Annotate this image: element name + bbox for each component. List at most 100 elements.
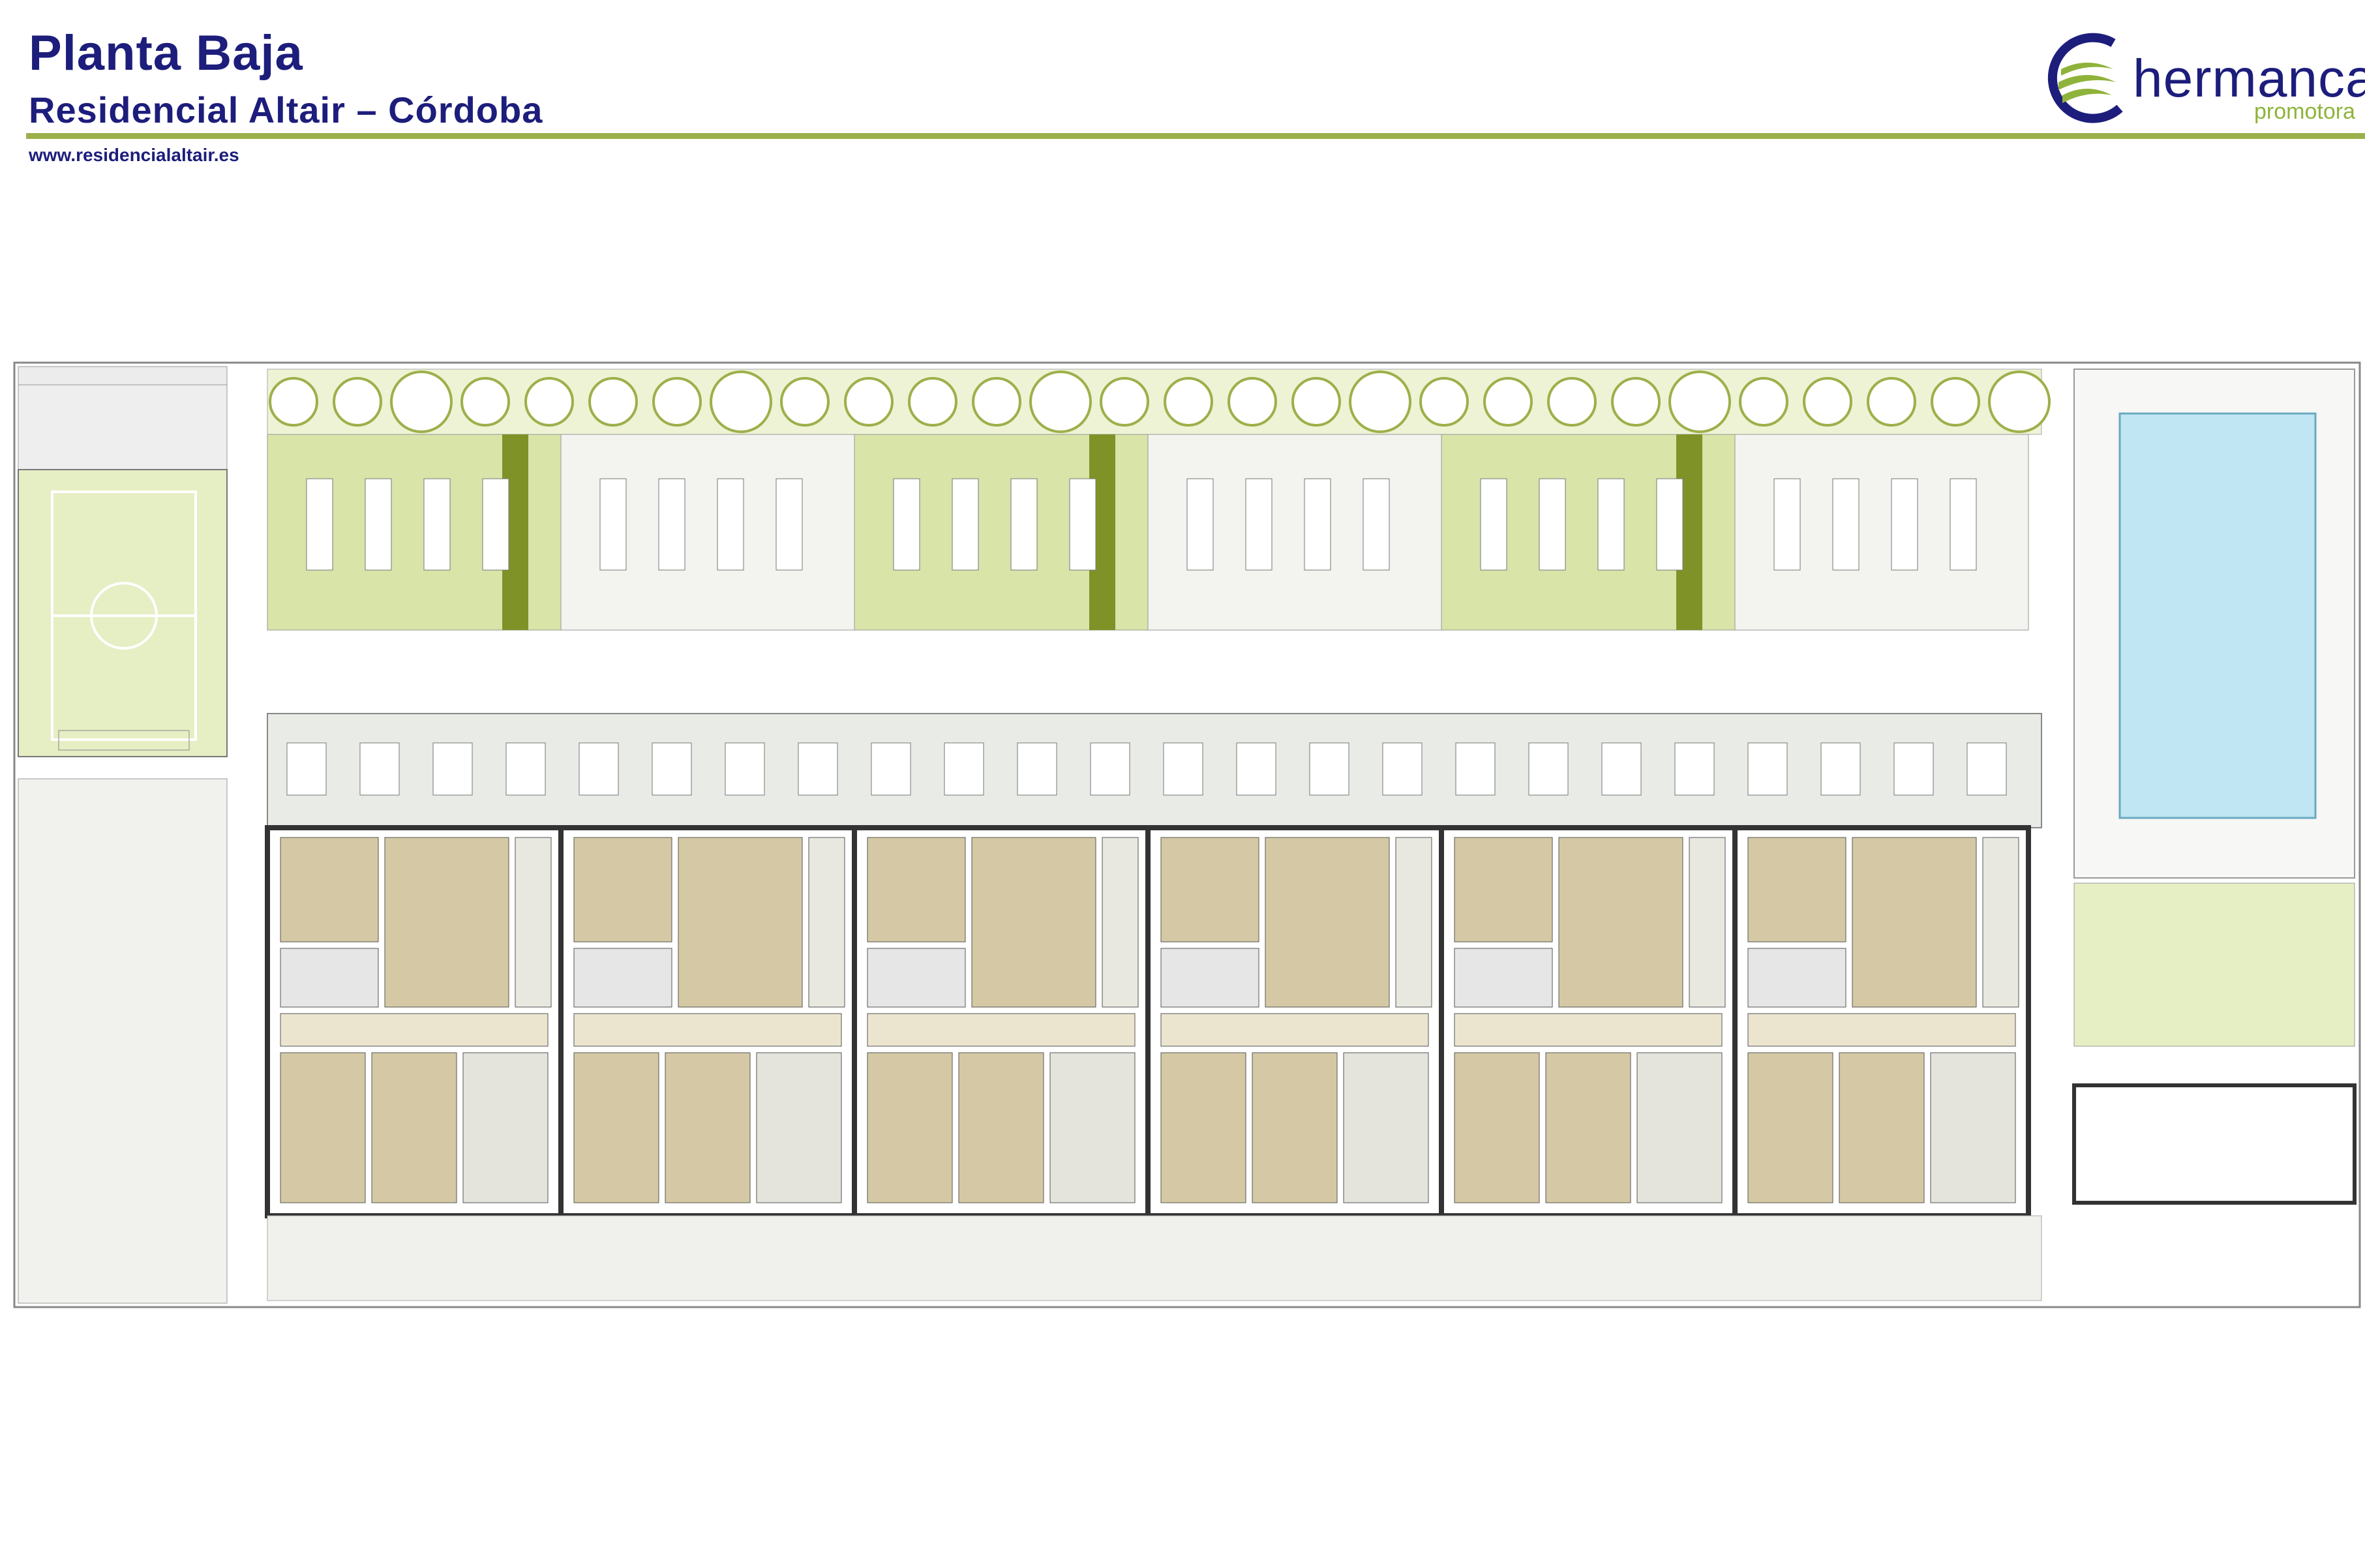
- furniture-outline: [423, 478, 451, 571]
- furniture-outline: [1832, 478, 1860, 571]
- tree-icon: [710, 370, 772, 433]
- room-bedroom: [573, 1052, 659, 1203]
- terrace-furniture-outline: [798, 742, 838, 796]
- furniture-outline: [1304, 478, 1331, 571]
- room-bedroom: [867, 1052, 953, 1203]
- brand-logo: hermanca promotora: [2035, 26, 2365, 130]
- logo-wordmark: hermanca: [2133, 49, 2365, 108]
- room-bedroom-principal: [1160, 837, 1259, 942]
- tree-icon: [1100, 377, 1149, 427]
- tree-icon: [588, 377, 638, 427]
- furniture-outline: [1773, 478, 1801, 571]
- terrace-furniture-outline: [1893, 742, 1934, 796]
- room-bedroom-principal: [1747, 837, 1846, 942]
- tree-icon: [1739, 377, 1788, 427]
- room-bedroom-principal: [280, 837, 379, 942]
- room-stairs: [1343, 1052, 1429, 1203]
- tree-icon: [1164, 377, 1213, 427]
- room-stairs: [462, 1052, 549, 1203]
- room-kitchen: [1689, 837, 1726, 1008]
- logo-tagline: promotora: [2254, 99, 2355, 124]
- terrace-furniture-outline: [286, 742, 327, 796]
- room-bathroom: [1747, 948, 1846, 1008]
- room-living-dining: [971, 837, 1096, 1008]
- tree-icon: [1668, 370, 1731, 433]
- tree-icon: [460, 377, 510, 427]
- left-sports-area: [18, 366, 228, 1304]
- room-bedroom: [1839, 1052, 1925, 1203]
- tree-icon: [333, 377, 382, 427]
- page-title: Planta Baja: [29, 25, 303, 81]
- furniture-outline: [1069, 478, 1096, 571]
- room-hallway: [1160, 1013, 1429, 1047]
- room-kitchen: [515, 837, 552, 1008]
- furniture-outline: [717, 478, 744, 571]
- terrace-furniture-outline: [1017, 742, 1057, 796]
- room-bedroom: [371, 1052, 457, 1203]
- furniture-outline: [893, 478, 920, 571]
- room-bathroom: [867, 948, 966, 1008]
- room-bedroom: [958, 1052, 1044, 1203]
- room-kitchen: [808, 837, 845, 1008]
- room-hallway: [280, 1013, 549, 1047]
- terrace-furniture-outline: [1382, 742, 1423, 796]
- room-bedroom: [1545, 1052, 1631, 1203]
- terrace-furniture-outline: [432, 742, 473, 796]
- tree-icon: [1803, 377, 1852, 427]
- tree-icon: [908, 377, 957, 427]
- room-bedroom: [1747, 1052, 1833, 1203]
- room-hallway: [1747, 1013, 2016, 1047]
- pool-area: [2072, 369, 2357, 1205]
- front-walkway: [267, 1215, 2042, 1301]
- tree-icon: [1349, 370, 1411, 433]
- furniture-outline: [1539, 478, 1566, 571]
- room-kitchen: [1395, 837, 1432, 1008]
- tree-icon: [1228, 377, 1277, 427]
- terrace-furniture-outline: [505, 742, 546, 796]
- terrace-strip: [267, 713, 2042, 828]
- tree-icon: [652, 377, 702, 427]
- room-bathroom: [1454, 948, 1553, 1008]
- room-bathroom: [1160, 948, 1259, 1008]
- swimming-pool: [2118, 412, 2317, 819]
- room-living-dining: [678, 837, 803, 1008]
- dwelling-units: [265, 825, 2031, 1218]
- terrace-furniture-outline: [1528, 742, 1569, 796]
- service-rooms: [2072, 1083, 2357, 1205]
- room-hallway: [867, 1013, 1136, 1047]
- tree-icon: [1931, 377, 1980, 427]
- tree-icon: [1867, 377, 1916, 427]
- terrace-furniture-outline: [1601, 742, 1642, 796]
- furniture-outline: [1186, 478, 1214, 571]
- room-bedroom-principal: [867, 837, 966, 942]
- page-subtitle: Residencial Altair – Córdoba: [29, 89, 543, 130]
- terrace-furniture-outline: [1747, 742, 1788, 796]
- furniture-outline: [658, 478, 685, 571]
- terrace-furniture-outline: [725, 742, 765, 796]
- room-living-dining: [384, 837, 509, 1008]
- room-bedroom-principal: [573, 837, 672, 942]
- room-stairs: [756, 1052, 842, 1203]
- tree-icon: [1988, 370, 2051, 433]
- tree-icon: [844, 377, 894, 427]
- terrace-furniture-outline: [1090, 742, 1130, 796]
- furniture-outline: [365, 478, 392, 571]
- furniture-outline: [776, 478, 803, 571]
- garden-bays: [267, 434, 2029, 631]
- terrace-furniture-outline: [652, 742, 692, 796]
- tree-icon: [1291, 377, 1341, 427]
- room-living-dining: [1852, 837, 1977, 1008]
- floor-plan: [13, 361, 2361, 1308]
- furniture-outline: [1245, 478, 1273, 571]
- website-link[interactable]: www.residencialaltair.es: [29, 145, 239, 165]
- room-bedroom: [1160, 1052, 1246, 1203]
- furniture-outline: [1656, 478, 1683, 571]
- room-bathroom: [573, 948, 672, 1008]
- furniture-outline: [1363, 478, 1390, 571]
- room-stairs: [1636, 1052, 1723, 1203]
- tree-row: [269, 370, 2051, 433]
- terrace-furniture-outline: [1674, 742, 1715, 796]
- header-divider: [26, 133, 2365, 139]
- terrace-furniture-outline: [1820, 742, 1861, 796]
- room-kitchen: [1102, 837, 1139, 1008]
